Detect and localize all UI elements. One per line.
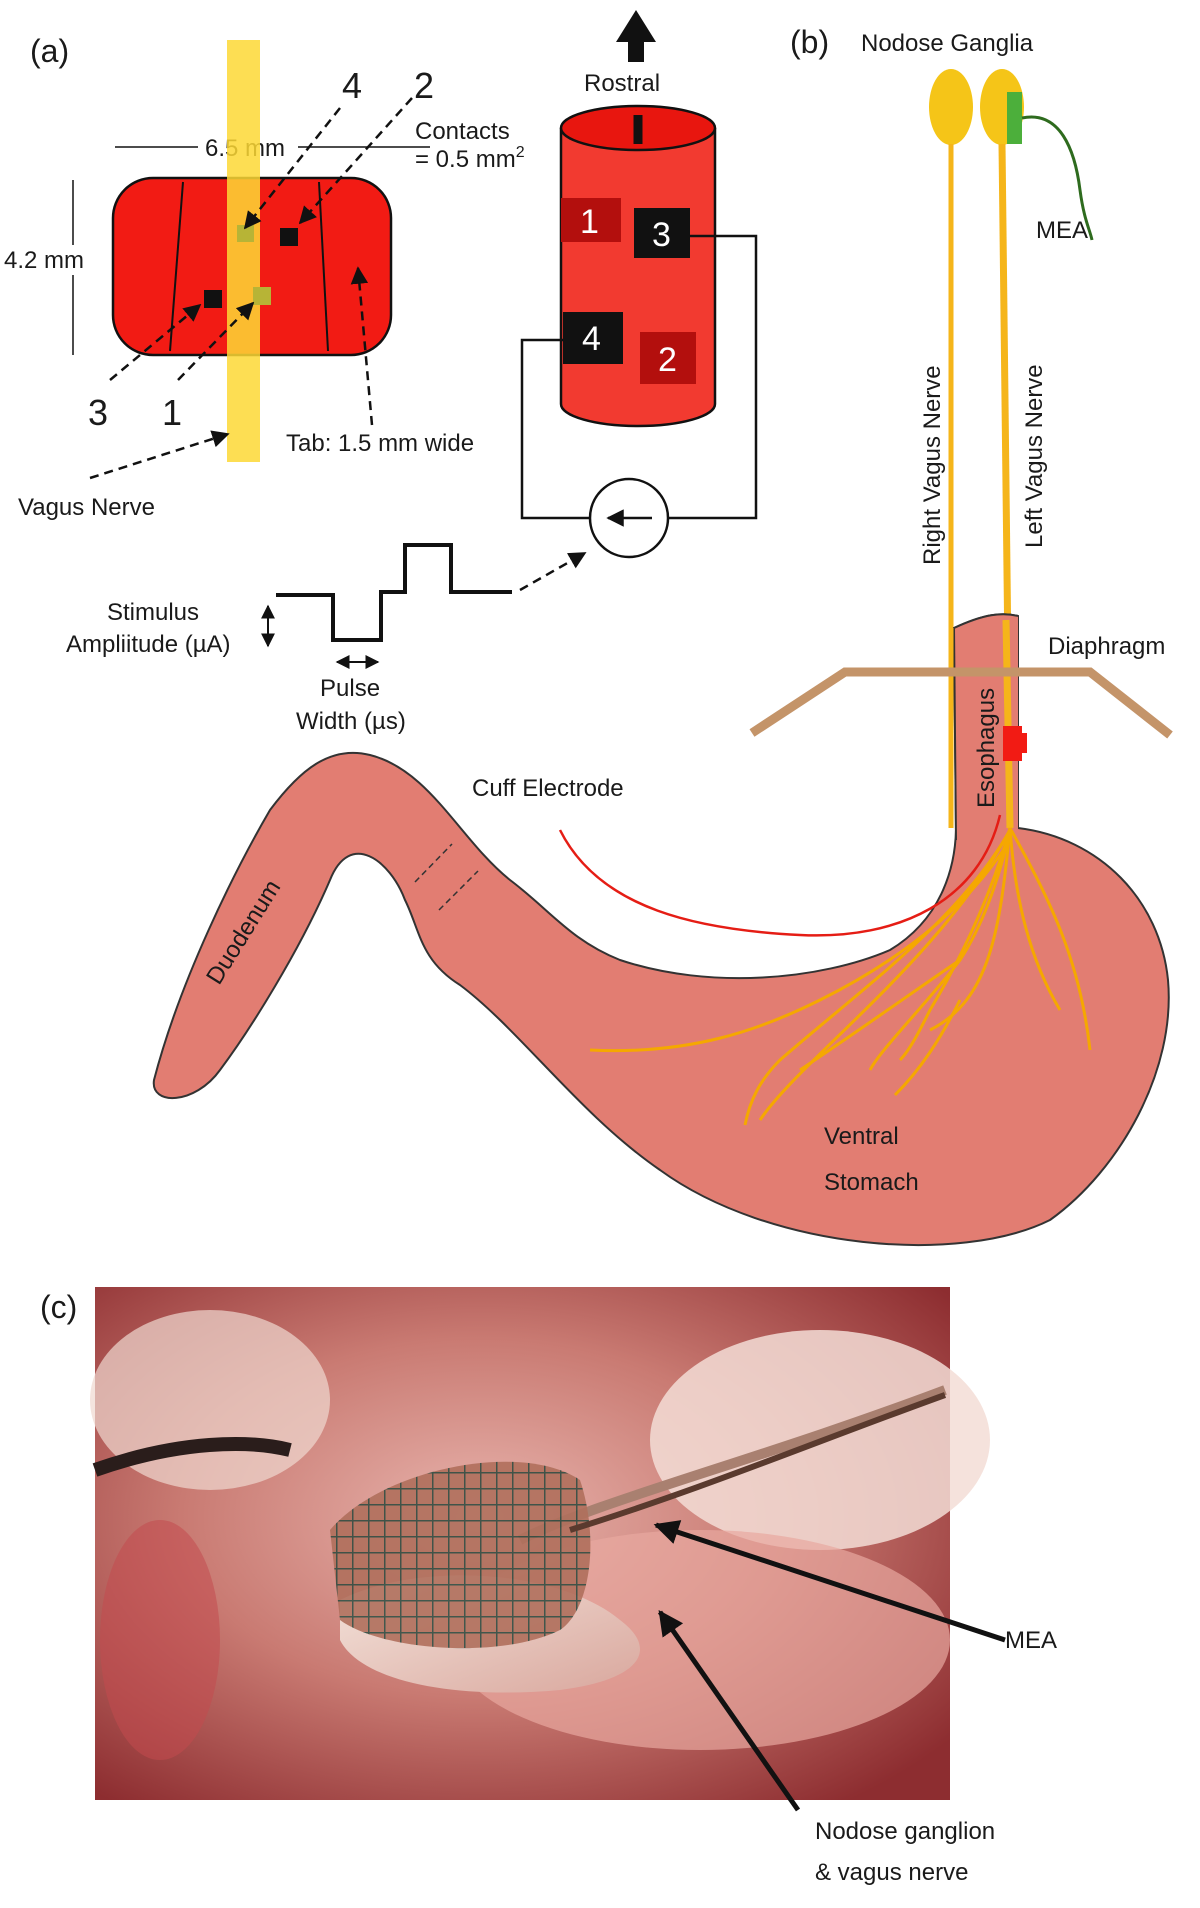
panel-c: (c) MEA Nodose ganglion & vagus nerve [40,1287,1057,1886]
left-vagus-label: Left Vagus Nerve [1021,364,1048,548]
panel-b-label: (b) [790,24,829,60]
pad-number-3: 3 [88,392,108,433]
leader-4 [243,107,341,230]
nodose-label-line2: & vagus nerve [815,1859,968,1886]
rostral-arrow-icon [616,10,656,62]
left-vessel-tissue [100,1520,220,1760]
height-label: 4.2 mm [4,247,84,274]
mea-mesh-device [330,1461,591,1649]
contacts-label-line2: = 0.5 mm2 [415,144,525,173]
gastric-branch-10 [758,829,1012,1121]
gastric-branch-3 [1008,827,1092,1051]
pad-number-1: 1 [162,392,182,433]
leader-3 [109,303,202,381]
waveform-to-source-arrow [519,551,587,592]
contact-2 [280,228,298,246]
panel-a-label: (a) [30,33,69,69]
leader-2 [298,97,413,225]
stimulus-amplitude-line2: Ampliitude (µA) [66,631,231,658]
nodose-ganglia-label: Nodose Ganglia [861,30,1034,57]
mea-label-c: MEA [1005,1627,1057,1654]
cuff-contact-3 [634,208,690,258]
duodenum-boundary-1 [414,843,453,883]
panel-b: (b) Nodose Ganglia MEA Right Vagus Nerve… [152,24,1173,1247]
circuit-wire-right [668,234,758,520]
stomach-label-line1: Ventral [824,1123,899,1150]
leader-1 [177,301,255,381]
pad-tab-line-left [169,181,184,352]
stomach-duodenum-shape [152,613,1170,1247]
esophagus-left-edge [953,627,957,841]
rostral-label: Rostral [584,70,660,97]
stomach-label-line2: Stomach [824,1169,919,1196]
cuff-tab [1018,733,1027,753]
mea-cable-photo [569,1392,947,1533]
gastric-branch-4 [898,827,1012,1062]
leader-vagus [89,430,230,480]
gastric-branch-9 [893,999,962,1097]
diaphragm-label: Diaphragm [1048,633,1165,660]
nodose-arrow-icon [657,1609,801,1812]
cuff-contact-2-label: 2 [658,341,677,379]
mea-label-b: MEA [1036,217,1088,244]
surgical-photo [90,1287,990,1800]
contact-3 [204,290,222,308]
cuff-contact-1-label: 1 [580,203,599,241]
left-vagus-over-esophagus [1002,619,1014,829]
mea-electrode-icon [1007,92,1022,144]
vagus-nerve-label: Vagus Nerve [18,494,155,521]
pulse-width-line2: Width (µs) [296,708,406,735]
height-label-bg [2,245,98,275]
duodenum-boundary-2 [438,870,479,911]
gastric-branch-7 [799,958,961,1072]
cuff-electrode-label: Cuff Electrode [472,775,624,802]
cuff-on-nerve [1003,726,1022,761]
esophagus-top-edge [953,613,1019,629]
suture-thread [92,1437,292,1477]
tab-label: Tab: 1.5 mm wide [286,430,474,457]
cuff-contact-4-label: 4 [582,320,601,358]
cuff-contact-3-label: 3 [652,216,671,254]
leader-tab [350,266,374,426]
vagus-nerve-strip [227,40,260,462]
cuff-contact-1 [561,198,621,242]
panel-a: (a) 6.5 mm 4.2 mm Contacts = 0.5 mm2 4 2 [2,10,758,735]
cuff-contact-4 [563,312,623,364]
gastric-branch-6 [743,829,1012,1126]
panel-c-label: (c) [40,1289,77,1325]
contact-1 [253,287,271,305]
gastric-branch-2 [1008,827,1062,1011]
cuff-contact-2 [640,332,696,384]
stimulus-waveform [276,543,512,642]
mea-cable [1021,115,1094,241]
pad-tab-line-right [318,181,329,352]
pad-number-4: 4 [342,65,362,106]
nodose-label-line1: Nodose ganglion [815,1818,995,1845]
gastric-branch-8 [589,839,1012,1053]
mea-arrow-icon [653,1520,1006,1643]
contacts-label-line1: Contacts [415,118,510,145]
esophagus-label: Esophagus [973,688,1000,808]
right-nodose-ganglion [929,69,973,145]
diaphragm-line [749,667,1173,739]
cuff-electrode-cable [558,814,1002,937]
right-vagus-label: Right Vagus Nerve [919,365,946,565]
pulse-width-line1: Pulse [320,675,380,702]
stimulus-amplitude-line1: Stimulus [107,599,199,626]
circuit-wire-left [520,338,590,520]
pad-number-2: 2 [414,65,434,106]
